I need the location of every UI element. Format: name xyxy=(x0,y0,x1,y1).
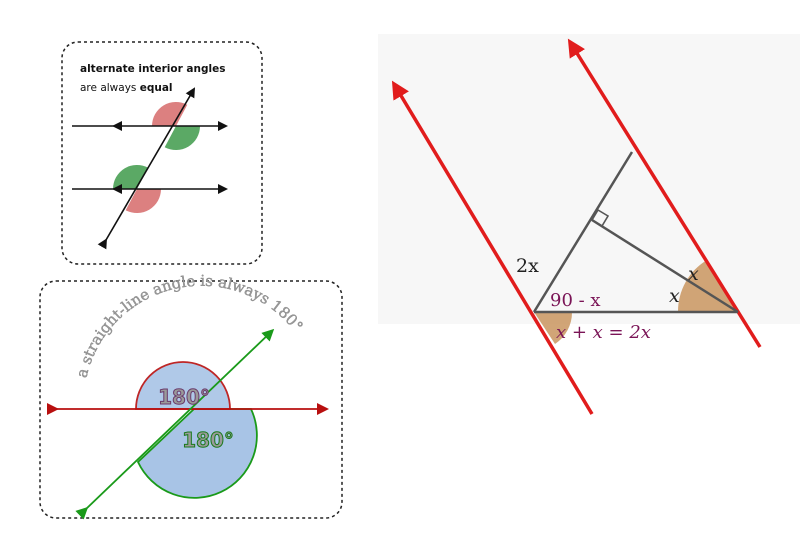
label-x-top: x xyxy=(688,263,699,285)
lower-angle-label: 180° xyxy=(182,428,234,452)
right-angle-mark xyxy=(590,208,610,228)
bottom-right-angle-fill xyxy=(677,260,738,312)
right-parallel-line xyxy=(567,38,762,348)
main-figure: 2x 90 - x x x x + x = 2x xyxy=(378,34,800,415)
label-sum: x + x = 2x xyxy=(556,322,651,343)
left-parallel-line xyxy=(391,80,594,415)
straight-angle-card: a straight-line angle is always 180° 180… xyxy=(39,272,343,520)
red-angle-bottom xyxy=(125,189,162,214)
label-90-minus-x: 90 - x xyxy=(550,290,601,311)
card-subtitle: are always equal xyxy=(80,82,173,94)
figure-background xyxy=(378,34,800,324)
card-title: alternate interior angles xyxy=(80,63,225,75)
red-angle-top xyxy=(151,101,188,126)
upper-angle-label: 180° xyxy=(158,385,210,409)
bottom-left-angle-fill xyxy=(534,312,573,344)
triangle-left-side xyxy=(532,151,634,313)
alternate-angles-card: alternate interior angles are always equ… xyxy=(61,41,263,265)
label-2x: 2x xyxy=(516,255,539,277)
transversal-line xyxy=(97,87,196,250)
label-x-bottom: x xyxy=(669,285,680,307)
card-border-2 xyxy=(39,280,343,519)
perpendicular-segment xyxy=(591,218,739,314)
diagonal-line xyxy=(75,328,275,520)
parallel-mark-top xyxy=(112,121,122,131)
lower-angle-sector xyxy=(136,408,258,499)
card-border xyxy=(61,41,263,265)
